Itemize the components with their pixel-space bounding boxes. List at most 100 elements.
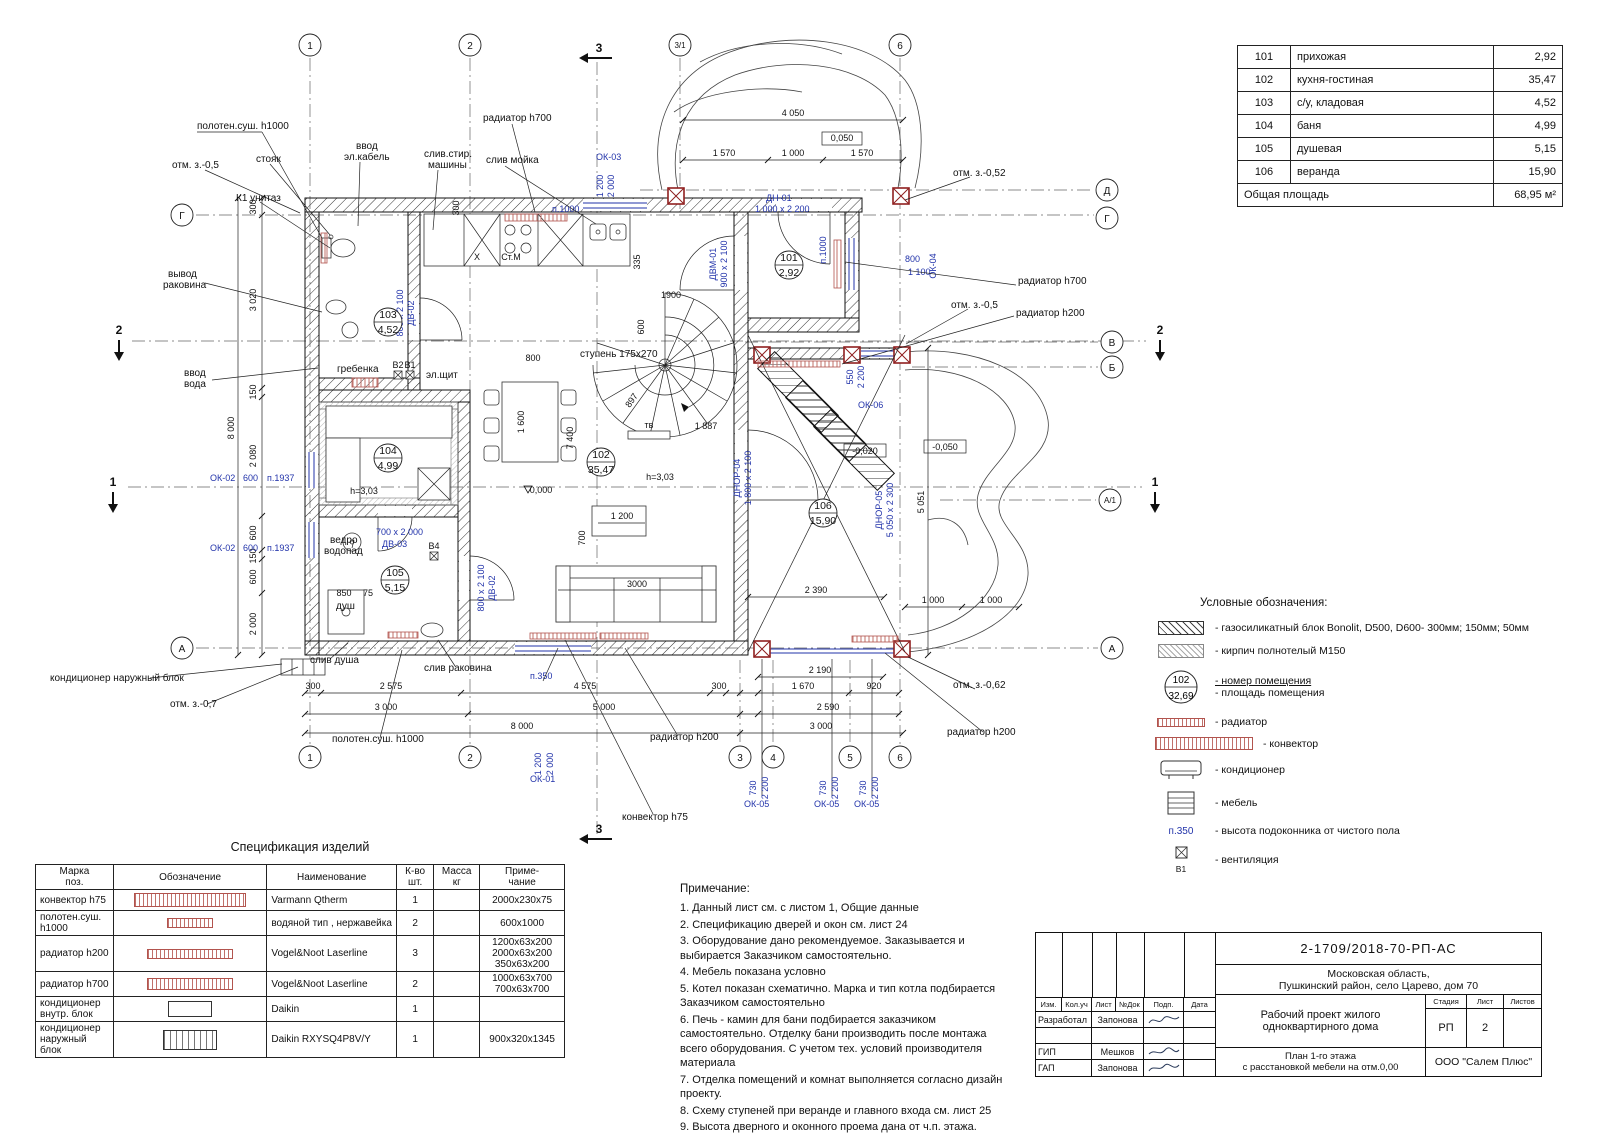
svg-text:3: 3 bbox=[737, 753, 743, 764]
leader-lines bbox=[149, 123, 1017, 815]
svg-text:А: А bbox=[1109, 644, 1116, 655]
dim-label: 5 051 bbox=[916, 491, 926, 514]
signature bbox=[1144, 1060, 1184, 1076]
total-label: Общая площадь bbox=[1237, 183, 1494, 207]
window-code: 1 200 bbox=[533, 753, 543, 776]
svg-text:6: 6 bbox=[897, 41, 903, 52]
annotation-label: машины bbox=[428, 160, 467, 171]
svg-text:102: 102 bbox=[592, 449, 610, 461]
dim-label: 3 000 bbox=[810, 721, 833, 731]
towel-dryer-icon bbox=[167, 918, 214, 928]
spec-mark: конвектор h75 bbox=[35, 889, 114, 911]
furniture-icon bbox=[1167, 791, 1195, 815]
dim-label: 1 000 bbox=[922, 595, 945, 605]
vent-label: В2 bbox=[392, 360, 403, 370]
svg-text:104: 104 bbox=[379, 445, 397, 457]
annotation-label: ввод bbox=[184, 368, 206, 379]
opening-codes: ОК-03 1 200 2 000 п.1000 ОК-02 600 п.193… bbox=[210, 152, 938, 809]
section-mark-1-left: 1 bbox=[108, 475, 118, 513]
dim-label: 3 020 bbox=[248, 289, 258, 312]
spec-qty: 1 bbox=[396, 1021, 435, 1058]
grid-bubble: 4 bbox=[761, 745, 785, 769]
door-code: 900 х 2 100 bbox=[719, 240, 729, 287]
dim-label: 3000 bbox=[627, 579, 647, 589]
annotation-label: слив душа bbox=[310, 655, 359, 666]
spec-qty: 2 bbox=[396, 910, 435, 936]
dim-label: 4 050 bbox=[782, 108, 805, 118]
annotation-label: отм. з.-0,5 bbox=[951, 300, 998, 311]
spec-note: 1200х63х200 bbox=[492, 937, 553, 948]
svg-text:Б: Б bbox=[1109, 363, 1116, 374]
spec-mass bbox=[433, 935, 481, 972]
svg-text:2,92: 2,92 bbox=[779, 267, 800, 279]
dim-label: 335 bbox=[632, 254, 642, 269]
dimension-chains bbox=[234, 116, 1023, 796]
dim-label: 1 670 bbox=[792, 681, 815, 691]
spec-mass bbox=[433, 971, 481, 997]
sill-height-code: п.350 bbox=[1168, 825, 1194, 837]
spec-mass bbox=[433, 889, 481, 911]
note-item: 4. Мебель показана условно bbox=[680, 966, 826, 979]
room-name: баня bbox=[1290, 114, 1494, 138]
vent-code: В1 bbox=[1175, 864, 1187, 874]
spec-row: полотен.суш. h1000 водяной тип , нержаве… bbox=[35, 910, 565, 936]
room-area: 4,99 bbox=[1493, 114, 1563, 138]
elevation-label: 0,000 bbox=[530, 485, 553, 495]
spec-name: Daikin bbox=[266, 996, 398, 1022]
svg-text:1: 1 bbox=[307, 753, 313, 764]
door-code: ДНОР-05 bbox=[874, 491, 884, 530]
dim-label: 2 575 bbox=[380, 681, 403, 691]
spec-mark: кондиционер наружный блок bbox=[35, 1021, 114, 1058]
spec-note bbox=[479, 996, 565, 1022]
window-code: 800 bbox=[905, 254, 920, 264]
spec-row: кондиционер наружный блок Daikin RXYSQ4P… bbox=[35, 1021, 565, 1058]
stage-label: Стадия bbox=[1426, 995, 1466, 1009]
dim-label: 3 000 bbox=[375, 702, 398, 712]
sheets-value bbox=[1503, 1009, 1541, 1048]
door-code: ДВ-02 bbox=[487, 575, 497, 600]
svg-text:4,52: 4,52 bbox=[378, 324, 399, 336]
col-izm: Изм. bbox=[1036, 998, 1062, 1012]
svg-text:1: 1 bbox=[307, 41, 313, 52]
spec-name: Vogel&Noot Laserline bbox=[266, 971, 398, 997]
section-marks: 2 1 2 1 3 3 bbox=[108, 41, 1165, 844]
annotation-label: отм. з.-0,52 bbox=[953, 168, 1006, 179]
dim-label: 300 bbox=[451, 200, 461, 215]
landscape-contour bbox=[904, 350, 1049, 653]
company-name: ООО "Салем Плюс" bbox=[1434, 1056, 1533, 1068]
annotation-label: раковина bbox=[163, 280, 207, 291]
window-code: 730 bbox=[748, 780, 758, 795]
legend-item-furniture: - мебель bbox=[1155, 790, 1555, 816]
svg-text:3: 3 bbox=[596, 41, 603, 55]
grid-bubble: 2 bbox=[458, 33, 482, 57]
dim-label: 920 bbox=[866, 681, 881, 691]
entrance-canopy-contour bbox=[657, 39, 922, 191]
role-label: ГАП bbox=[1036, 1060, 1092, 1076]
note-item: 9. Высота дверного и оконного проема дан… bbox=[680, 1121, 977, 1134]
convector-icon bbox=[134, 893, 247, 907]
dim-label: 150 bbox=[248, 548, 258, 563]
veranda-markings bbox=[747, 334, 906, 653]
dim-label: 850 bbox=[336, 588, 351, 598]
note-item: 7. Отделка помещений и комнат выполняетс… bbox=[680, 1073, 1003, 1101]
spec-mass bbox=[433, 996, 481, 1022]
grid-bubble: А bbox=[1100, 636, 1124, 660]
annotation-label: эл.кабель bbox=[344, 151, 390, 163]
svg-text:Д: Д bbox=[1104, 186, 1111, 197]
room-area: 15,90 bbox=[1493, 160, 1563, 184]
grid-bubble: 3/1 bbox=[668, 33, 692, 57]
grid-bubble: 2 bbox=[458, 745, 482, 769]
grid-bubble: Г bbox=[1095, 206, 1119, 230]
dim-label: 0,050 bbox=[831, 133, 854, 143]
svg-text:15,90: 15,90 bbox=[810, 515, 836, 527]
spec-qty: 2 bbox=[396, 971, 435, 997]
spec-mass bbox=[433, 1021, 481, 1058]
svg-text:А/1: А/1 bbox=[1104, 496, 1117, 505]
dim-label: 2 190 bbox=[809, 665, 832, 675]
room-area: 2,92 bbox=[1493, 45, 1563, 69]
